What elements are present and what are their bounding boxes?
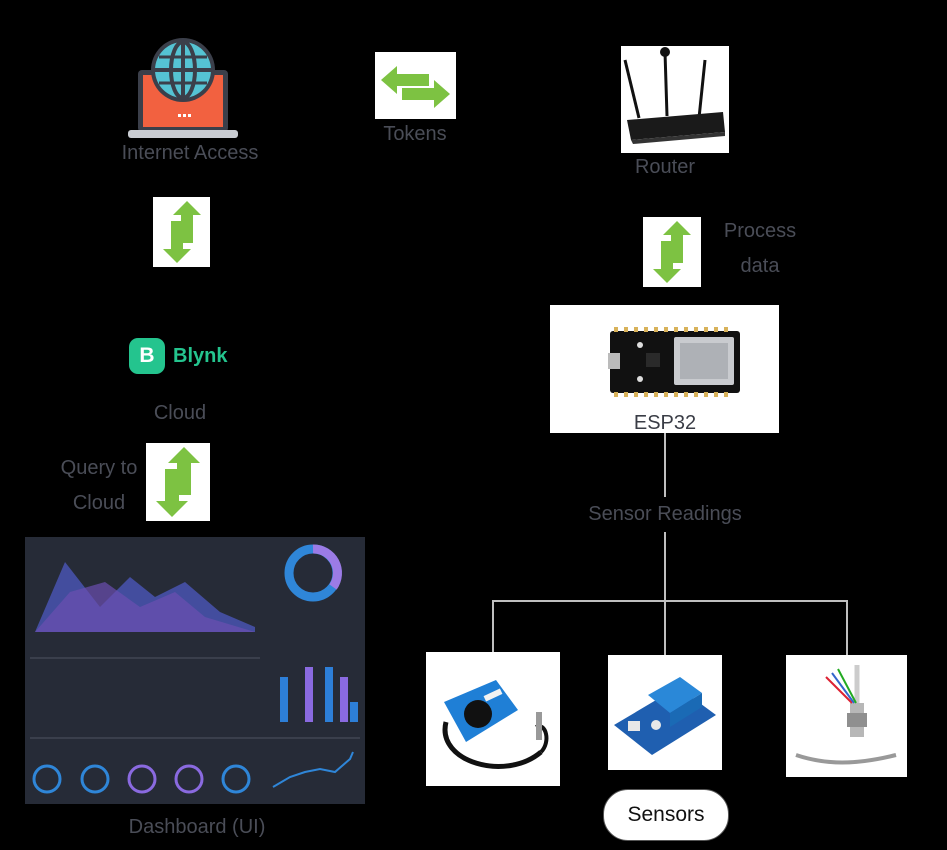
- internet-access-label: Internet Access: [121, 142, 259, 164]
- cloud-label: Cloud: [153, 402, 207, 424]
- blynk-wordmark: Blynk: [173, 344, 228, 367]
- query-line-2: Cloud: [72, 492, 126, 514]
- sensor-drop-line: [492, 600, 494, 652]
- voltage-sensor-image: [608, 655, 722, 770]
- esp32-board-image: [550, 305, 779, 433]
- query-line-1: Query to: [60, 457, 138, 479]
- thermocouple-sensor-image: [786, 655, 907, 777]
- vertical-arrows-icon: [153, 197, 210, 267]
- process-line-1: Process: [723, 220, 797, 242]
- esp32-label: ESP32: [633, 412, 697, 434]
- vertical-arrows-icon: [643, 217, 701, 287]
- sensor-drop-line: [846, 600, 848, 655]
- router-label: Router: [634, 156, 696, 178]
- sensor-drop-line: [664, 600, 666, 655]
- blynk-logo: B Blynk: [129, 338, 227, 374]
- tokens-label: Tokens: [383, 123, 447, 145]
- blynk-badge: B: [129, 338, 165, 374]
- process-data-label: Process data: [710, 214, 810, 284]
- sensors-label: Sensors: [603, 789, 729, 841]
- query-to-cloud-label: Query to Cloud: [50, 451, 148, 521]
- sensor-readings-label: Sensor Readings: [575, 497, 755, 532]
- router-image: [621, 46, 729, 153]
- vertical-arrows-icon: [146, 443, 210, 521]
- process-line-2: data: [740, 255, 780, 277]
- swap-arrows-icon: [375, 52, 456, 119]
- dashboard-screenshot-image: [25, 537, 365, 804]
- dashboard-label: Dashboard (UI): [128, 816, 266, 838]
- sensor-bus-line: [492, 600, 848, 602]
- globe-laptop-icon: [128, 36, 238, 138]
- current-clamp-sensor-image: [426, 652, 560, 786]
